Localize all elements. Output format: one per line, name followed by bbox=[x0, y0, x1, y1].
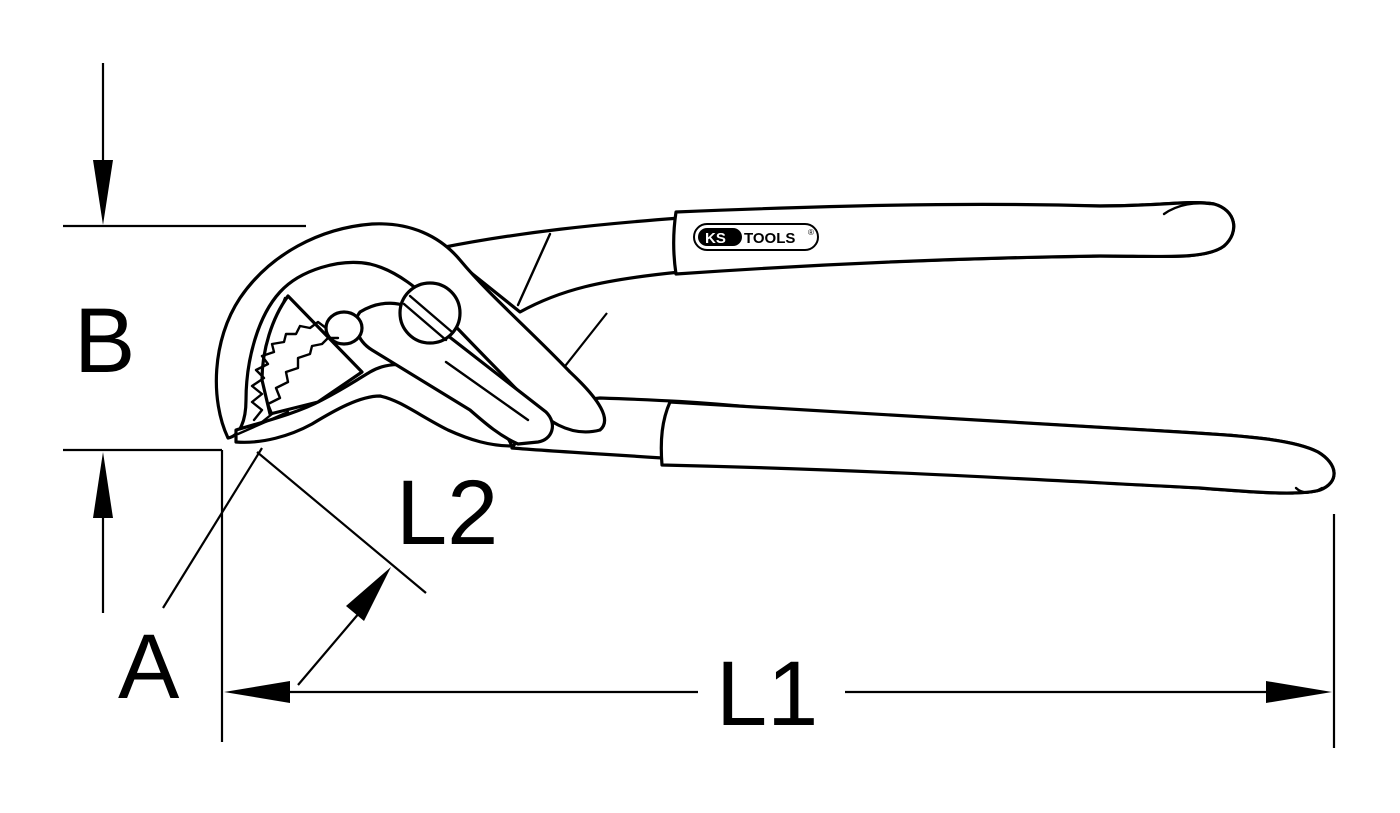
logo-registered-mark: ® bbox=[808, 228, 814, 237]
dimension-b: B bbox=[63, 63, 306, 613]
l2-extension-front bbox=[256, 451, 427, 594]
l2-arrow-lower-shaft bbox=[297, 611, 361, 686]
logo-badge bbox=[698, 228, 742, 246]
label-l1: L1 bbox=[716, 643, 818, 745]
upper-handle-rib bbox=[516, 232, 552, 307]
dimension-l1: L1 bbox=[220, 450, 1336, 748]
l2-arrow-lower-head bbox=[346, 567, 391, 621]
upper-handle-grip bbox=[672, 201, 1236, 276]
water-pump-plier: KS TOOLS ® bbox=[214, 201, 1336, 495]
jaw-teeth-lower bbox=[260, 336, 340, 424]
l1-right-head bbox=[1266, 681, 1332, 703]
b-arrow-bottom-head bbox=[93, 452, 113, 518]
logo-brand-right: TOOLS bbox=[744, 230, 795, 247]
brand-logo: KS TOOLS ® bbox=[693, 223, 819, 251]
b-arrow-top-head bbox=[93, 160, 113, 225]
dimension-a: A bbox=[118, 447, 263, 718]
pivot-bolt-slot-b bbox=[402, 302, 448, 342]
logo-brand-left: KS bbox=[705, 230, 726, 247]
lower-grip-tip bbox=[1294, 486, 1324, 494]
label-a: A bbox=[118, 616, 180, 718]
jaw-teeth-upper bbox=[250, 320, 328, 422]
a-leader-line bbox=[162, 447, 263, 609]
label-l2: L2 bbox=[396, 462, 498, 564]
lower-handle-grip bbox=[659, 400, 1336, 495]
channel-slot-line bbox=[444, 360, 530, 422]
upper-grip-tip bbox=[1162, 202, 1212, 216]
jaw-mouth-line bbox=[236, 410, 290, 436]
pivot-bolt-slot-a bbox=[408, 294, 454, 334]
label-b: B bbox=[74, 290, 135, 392]
jaw-insert bbox=[260, 294, 364, 416]
upper-jaw-head bbox=[214, 222, 607, 440]
l1-left-head bbox=[224, 681, 290, 703]
